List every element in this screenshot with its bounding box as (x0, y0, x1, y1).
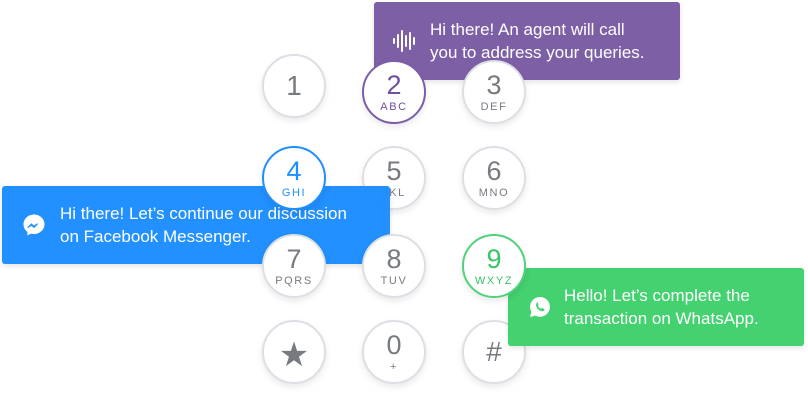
key-letters: ABC (380, 101, 408, 113)
key-letters: + (389, 361, 399, 373)
key-digit: 2 (386, 70, 402, 100)
key-2[interactable]: 2 ABC (362, 60, 426, 124)
key-3[interactable]: 3 DEF (462, 60, 526, 124)
key-0[interactable]: 0 + (362, 320, 426, 384)
key-1[interactable]: 1 (262, 54, 326, 118)
key-letters: WXYZ (474, 275, 514, 287)
key-digit: 5 (386, 156, 402, 186)
key-letters: MNO (478, 187, 510, 199)
key-digit: 1 (286, 70, 302, 101)
whatsapp-bubble-text: Hello! Let’s complete the transaction on… (564, 286, 759, 328)
messenger-bubble: Hi there! Let’s continue our discussion … (2, 186, 390, 264)
key-6[interactable]: 6 MNO (462, 146, 526, 210)
key-digit: 9 (486, 244, 502, 274)
key-7[interactable]: 7 PQRS (262, 234, 326, 298)
key-digit: 4 (286, 156, 302, 186)
key-letters: PQRS (275, 275, 313, 287)
voice-bubble-text: Hi there! An agent will call you to addr… (430, 20, 645, 62)
key-8[interactable]: 8 TUV (362, 234, 426, 298)
whatsapp-bubble: Hello! Let’s complete the transaction on… (508, 268, 804, 346)
key-digit: 6 (486, 156, 502, 186)
key-digit: # (486, 336, 502, 367)
key-9[interactable]: 9 WXYZ (462, 234, 526, 298)
key-letters: GHI (281, 187, 307, 199)
voice-call-bubble: Hi there! An agent will call you to addr… (374, 2, 680, 80)
key-digit: 0 (386, 330, 402, 360)
messenger-bubble-text: Hi there! Let’s continue our discussion … (60, 204, 347, 246)
whatsapp-icon (528, 295, 552, 319)
key-digit: ★ (278, 336, 310, 374)
key-letters: DEF (480, 101, 508, 113)
key-4[interactable]: 4 GHI (262, 146, 326, 210)
key-digit: 8 (386, 244, 402, 274)
key-digit: 3 (486, 70, 502, 100)
voice-waveform-icon (392, 28, 418, 54)
messenger-icon (22, 213, 46, 237)
key-star[interactable]: ★ (262, 320, 326, 384)
key-digit: 7 (286, 244, 302, 274)
key-letters: TUV (380, 275, 408, 287)
